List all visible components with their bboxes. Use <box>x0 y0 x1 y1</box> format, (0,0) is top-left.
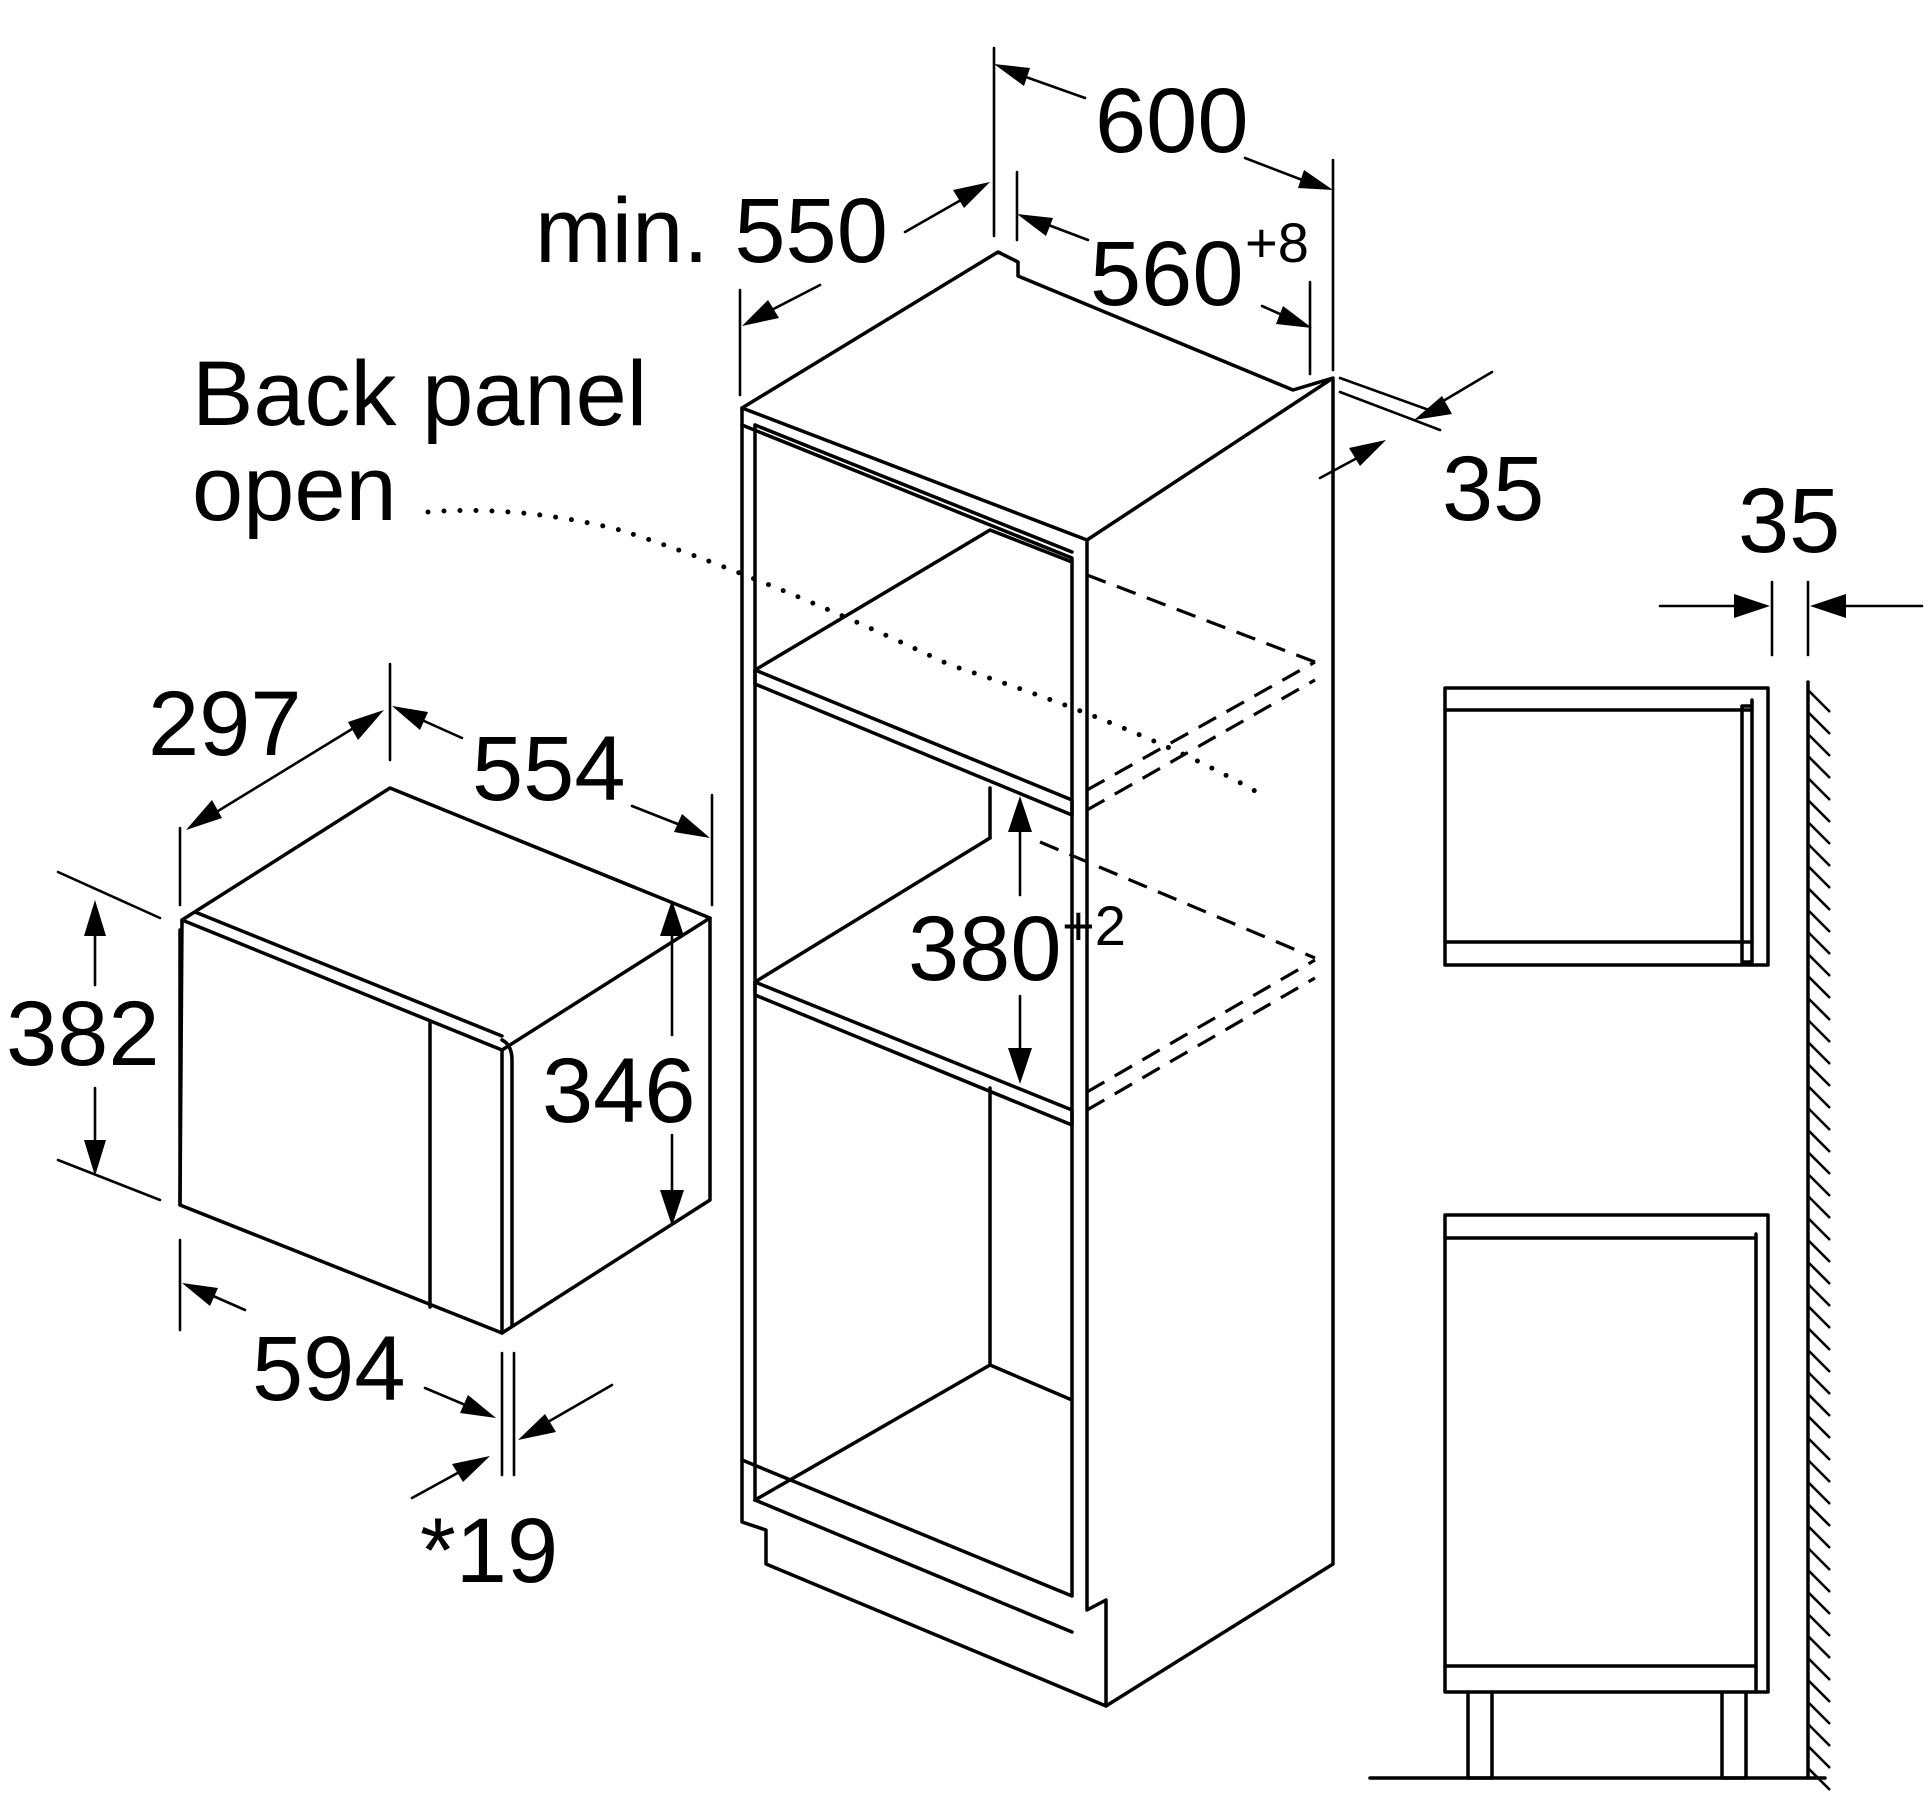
cabinet-drawing <box>740 250 1335 1708</box>
hatch-stroke <box>1807 755 1831 779</box>
hatch-stroke <box>1807 1657 1831 1681</box>
hatch-stroke <box>1807 1459 1831 1483</box>
appliance-drawing <box>178 786 712 1335</box>
hatch-stroke <box>1807 843 1831 867</box>
hatch-stroke <box>1807 931 1831 955</box>
hatch-stroke <box>1807 865 1831 889</box>
label-560-tolerance: +8 <box>1245 211 1309 274</box>
hatch-stroke <box>1807 1393 1831 1417</box>
hatch-stroke <box>1807 975 1831 999</box>
wall-hatching <box>1807 689 1831 1791</box>
label-380-tolerance: +2 <box>1062 894 1126 957</box>
hatch-stroke <box>1807 1569 1831 1593</box>
hatch-stroke <box>1807 1437 1831 1461</box>
hatch-stroke <box>1807 1151 1831 1175</box>
side-view-drawing <box>1368 680 1831 1791</box>
hatch-stroke <box>1807 1635 1831 1659</box>
hatch-stroke <box>1807 1745 1831 1769</box>
label-382: 382 <box>6 983 160 1085</box>
hatch-stroke <box>1807 1173 1831 1197</box>
hatch-stroke <box>1807 1019 1831 1043</box>
label-35-top: 35 <box>1442 438 1544 540</box>
hatch-stroke <box>1807 1085 1831 1109</box>
hatch-stroke <box>1807 711 1831 735</box>
hatch-stroke <box>1807 1679 1831 1703</box>
hatch-stroke <box>1807 1129 1831 1153</box>
side-view-dimensions <box>1658 580 1924 657</box>
hatch-stroke <box>1807 1195 1831 1219</box>
hatch-stroke <box>1807 821 1831 845</box>
hatch-stroke <box>1807 1613 1831 1637</box>
hatch-stroke <box>1807 1723 1831 1747</box>
label-346: 346 <box>542 1040 696 1142</box>
hatch-stroke <box>1807 1261 1831 1285</box>
hatch-stroke <box>1807 689 1831 713</box>
label-35-side: 35 <box>1738 470 1840 572</box>
hatch-stroke <box>1807 1547 1831 1571</box>
hatch-stroke <box>1807 1305 1831 1329</box>
label-297: 297 <box>148 673 302 775</box>
hatch-stroke <box>1807 1481 1831 1505</box>
label-380: 380 <box>908 898 1062 1000</box>
hatch-stroke <box>1807 1371 1831 1395</box>
hatch-stroke <box>1807 1327 1831 1351</box>
label-554: 554 <box>472 718 626 820</box>
hatch-stroke <box>1807 997 1831 1021</box>
hatch-stroke <box>1807 733 1831 757</box>
label-min-550: min. 550 <box>535 180 888 282</box>
hatch-stroke <box>1807 799 1831 823</box>
hatch-stroke <box>1807 1107 1831 1131</box>
hatch-stroke <box>1807 1701 1831 1725</box>
hatch-stroke <box>1807 1349 1831 1373</box>
label-560: 560 <box>1090 223 1244 325</box>
hatch-stroke <box>1807 1503 1831 1527</box>
hatch-stroke <box>1807 1525 1831 1549</box>
hatch-stroke <box>1807 1239 1831 1263</box>
hatch-stroke <box>1807 777 1831 801</box>
hatch-stroke <box>1807 1415 1831 1439</box>
label-600: 600 <box>1095 70 1249 172</box>
label-open: open <box>192 438 397 540</box>
label-594: 594 <box>252 1318 406 1420</box>
hatch-stroke <box>1807 1041 1831 1065</box>
hatch-stroke <box>1807 909 1831 933</box>
hatch-stroke <box>1807 1591 1831 1615</box>
label-back-panel: Back panel <box>192 343 647 445</box>
dimension-labels: 600 min. 550 560 +8 Back panel open 35 3… <box>6 70 1840 1602</box>
hatch-stroke <box>1807 953 1831 977</box>
cabinet-dimensions <box>425 46 1494 1084</box>
hatch-stroke <box>1807 1283 1831 1307</box>
label-19: *19 <box>420 1500 558 1602</box>
hatch-stroke <box>1807 1217 1831 1241</box>
hatch-stroke <box>1807 1063 1831 1087</box>
hatch-stroke <box>1807 887 1831 911</box>
appliance-dimensions <box>56 662 714 1500</box>
hatch-stroke <box>1807 1767 1831 1791</box>
